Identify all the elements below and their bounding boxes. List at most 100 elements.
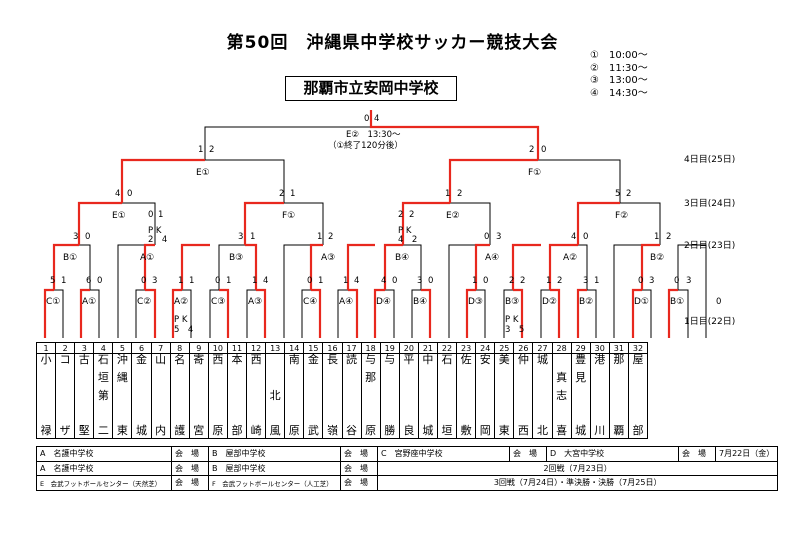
team-name-char bbox=[293, 390, 297, 401]
team-name-char bbox=[617, 390, 621, 401]
team-name-char bbox=[503, 407, 507, 418]
team-name-cell: 平 良 bbox=[398, 353, 419, 439]
team-name-cell: 読 谷 bbox=[341, 353, 362, 439]
r16-label: F① bbox=[282, 211, 295, 221]
team-number: 26 bbox=[513, 342, 534, 354]
team-name-char bbox=[44, 407, 48, 418]
team-name-char bbox=[159, 390, 163, 401]
team-name-char bbox=[522, 407, 526, 418]
semi-right-score-a: 2 bbox=[529, 145, 534, 155]
venue-cell: 会 場 bbox=[678, 446, 716, 462]
venue-cell: 3回戦（7月24日）・準決勝・決勝（7月25日） bbox=[376, 475, 779, 491]
team-name-char bbox=[541, 390, 545, 401]
team-name-char: 古 bbox=[78, 353, 90, 366]
team-name-char: 禄 bbox=[40, 424, 52, 437]
team-name-char bbox=[293, 372, 297, 383]
venue-cell: 会 場 bbox=[340, 446, 378, 462]
team-name-char bbox=[63, 390, 67, 401]
team-number: 21 bbox=[417, 342, 438, 354]
r1-score: 1 bbox=[546, 276, 551, 286]
team-name-char: 那 bbox=[365, 370, 377, 384]
venue-cell: B 屋部中学校 bbox=[208, 460, 341, 476]
team-name-char bbox=[273, 372, 277, 383]
venue-cell: E 会武フットボールセンター（天然芝） bbox=[36, 475, 172, 491]
team-number: 12 bbox=[246, 342, 267, 354]
r1-label: D① bbox=[634, 297, 649, 307]
team-name-char: 那 bbox=[613, 353, 625, 366]
team-name-cell: 山 内 bbox=[150, 353, 171, 439]
team-name-char bbox=[407, 390, 411, 401]
team-name-char bbox=[579, 390, 583, 401]
team-number: 17 bbox=[341, 342, 362, 354]
team-number: 3 bbox=[74, 342, 95, 354]
team-name-char bbox=[216, 372, 220, 383]
team-name-char bbox=[617, 372, 621, 383]
team-name-char bbox=[350, 372, 354, 383]
qf-label-right: F① bbox=[528, 168, 541, 178]
r1-score: 0 bbox=[428, 276, 433, 286]
r1-score: 6 bbox=[86, 276, 91, 286]
team-name-char: 山 bbox=[155, 353, 167, 366]
team-name-char bbox=[312, 390, 316, 401]
team-number: 23 bbox=[456, 342, 477, 354]
team-name-char: 北 bbox=[536, 424, 548, 437]
pk-label: P K bbox=[174, 315, 188, 325]
r1-score: 2 bbox=[520, 276, 525, 286]
team-name-char: 佐 bbox=[460, 353, 472, 366]
team-name-char: 城 bbox=[536, 353, 548, 366]
time-slot-1: ① 10:00～ bbox=[590, 50, 648, 61]
team-name-char: 良 bbox=[403, 424, 415, 437]
team-name-cell: 屋 部 bbox=[627, 353, 649, 439]
team-name-char: 長 bbox=[326, 353, 338, 366]
r1-label: B① bbox=[670, 297, 684, 307]
r32-label: B① bbox=[63, 253, 77, 263]
venue-row-3: E 会武フットボールセンター（天然芝） 会 場 F 会武フットボールセンター（人… bbox=[36, 475, 779, 491]
team-name-char: 勝 bbox=[384, 424, 396, 437]
r16-score: 3 bbox=[496, 232, 501, 242]
venue-cell: A 名護中学校 bbox=[36, 460, 172, 476]
team-name-char: 真 bbox=[556, 370, 568, 384]
team-name-cell: 与 勝 bbox=[379, 353, 400, 439]
r32-label: B③ bbox=[229, 253, 243, 263]
team-name-char bbox=[617, 407, 621, 418]
team-name-char bbox=[235, 372, 239, 383]
semi-left-score-b: 2 bbox=[209, 145, 214, 155]
team-name-char: 垣 bbox=[441, 424, 453, 437]
r16-score: 0 bbox=[484, 232, 489, 242]
team-name-char bbox=[464, 407, 468, 418]
qf-score: 2 bbox=[457, 189, 462, 199]
team-name-char bbox=[445, 372, 449, 383]
team-name-char: 本 bbox=[231, 353, 243, 366]
r1-score: 3 bbox=[649, 276, 654, 286]
r1-score: 1 bbox=[178, 276, 183, 286]
venue-cell: 会 場 bbox=[171, 446, 209, 462]
team-name-char: 原 bbox=[365, 424, 377, 437]
day4-label: 4日目(25日) bbox=[684, 155, 736, 165]
r32-label: B② bbox=[650, 253, 664, 263]
team-name-char: 東 bbox=[116, 424, 128, 437]
r1-score: 4 bbox=[354, 276, 359, 286]
team-name-char: 宮 bbox=[193, 424, 205, 437]
team-name-cell: コ ザ bbox=[55, 353, 76, 439]
venue-row-2: A 名護中学校 会 場 B 屋部中学校 会 場 2回戦（7月23日） bbox=[36, 460, 779, 476]
r1-score: 1 bbox=[189, 276, 194, 286]
r1-score: 0 bbox=[141, 276, 146, 286]
team-name-char bbox=[140, 372, 144, 383]
team-number: 9 bbox=[188, 342, 209, 354]
team-name-cell: 豊見 城 bbox=[570, 353, 591, 439]
team-number: 15 bbox=[303, 342, 324, 354]
team-name-char: 安 bbox=[479, 353, 491, 366]
team-name-char: 西 bbox=[250, 353, 262, 366]
team-name-char bbox=[273, 354, 277, 365]
team-name-char bbox=[216, 390, 220, 401]
team-number: 31 bbox=[608, 342, 629, 354]
r16-score: 1 bbox=[158, 210, 163, 220]
r16-score: 0 bbox=[85, 232, 90, 242]
team-name-char bbox=[541, 372, 545, 383]
team-name-char: 中 bbox=[422, 353, 434, 366]
team-name-char: 縄 bbox=[116, 370, 128, 384]
team-name-char: 東 bbox=[498, 424, 510, 437]
team-number: 8 bbox=[169, 342, 190, 354]
time-slot-4: ④ 14:30～ bbox=[590, 87, 648, 99]
